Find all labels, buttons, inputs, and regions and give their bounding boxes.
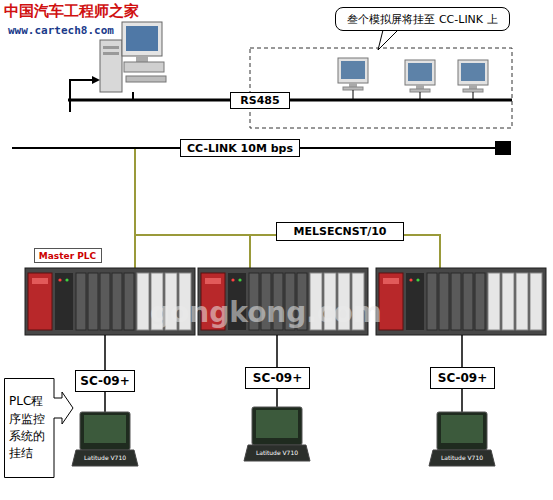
adapter-box: SC-09+ bbox=[430, 367, 495, 389]
callout-arrow-box: PLC程序监控系统的挂结 bbox=[4, 378, 74, 478]
callout-arrow-shape bbox=[5, 379, 74, 478]
node-text: 叁个模拟屏将挂至 CC-LINK 上 bbox=[347, 12, 497, 27]
node-text: SC-09+ bbox=[80, 374, 129, 388]
node-text: PLC程序监控系统的挂结 bbox=[9, 393, 49, 463]
adapter-box: SC-09+ bbox=[75, 370, 135, 392]
node-text: CC-LINK 10M bps bbox=[187, 142, 293, 155]
callout-arrow-outline bbox=[4, 378, 74, 478]
watermark: gongkong.com bbox=[150, 296, 382, 329]
laptop-model: Latitude V710 bbox=[252, 449, 302, 456]
node-text: SC-09+ bbox=[438, 371, 487, 385]
laptop-model: Latitude V710 bbox=[437, 454, 487, 461]
node-text: Master PLC bbox=[39, 251, 96, 261]
bus-label: MELSECNST/10 bbox=[276, 222, 404, 241]
site-url: www.cartech8.com bbox=[8, 24, 114, 37]
adapter-box: SC-09+ bbox=[245, 367, 310, 389]
site-watermark: 中国汽车工程师之家 bbox=[4, 2, 139, 21]
bus-label: CC-LINK 10M bps bbox=[180, 139, 300, 157]
bus-label: RS485 bbox=[230, 92, 290, 109]
callout-bubble: 叁个模拟屏将挂至 CC-LINK 上 bbox=[335, 7, 510, 31]
master-plc-label: Master PLC bbox=[34, 248, 102, 263]
node-text: MELSECNST/10 bbox=[294, 225, 387, 238]
node-text: RS485 bbox=[240, 94, 279, 107]
laptop-model: Latitude V710 bbox=[80, 454, 130, 461]
node-text: SC-09+ bbox=[253, 371, 302, 385]
